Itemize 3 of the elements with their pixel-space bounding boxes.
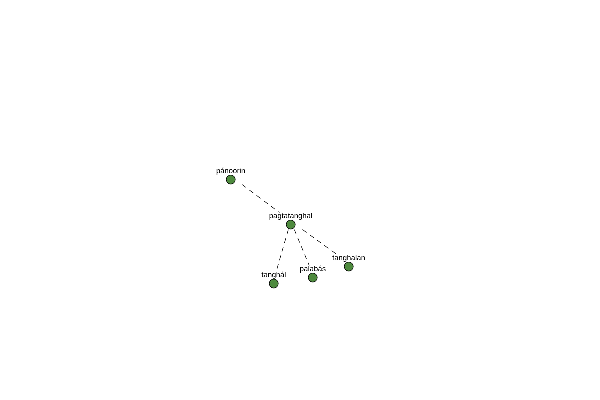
connector-line (294, 230, 310, 266)
connector-line (302, 230, 338, 256)
connector-line (242, 184, 280, 214)
